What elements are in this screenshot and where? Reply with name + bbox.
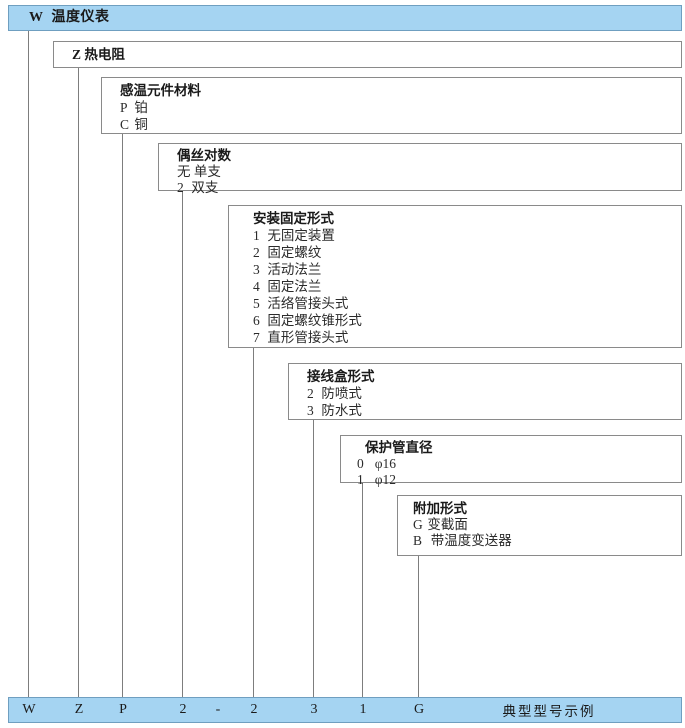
connector-line-8 <box>418 556 419 697</box>
option-text: 铂 <box>134 100 148 115</box>
box-mounting-fixing-type: 安装固定形式 1 无固定装置 2 固定螺纹 3 活动法兰 4 固定法兰 5 活络… <box>228 205 682 348</box>
option-code: P <box>120 100 128 115</box>
option-row: C 铜 <box>120 116 681 133</box>
option-text: 单支 <box>193 164 221 179</box>
box-mounting-fixing-type-title: 安装固定形式 <box>253 211 334 226</box>
box-junction-box-type: 接线盒形式 2 防喷式 3 防水式 <box>288 363 682 420</box>
option-code: 4 <box>253 279 260 294</box>
option-row: 2 双支 <box>177 180 681 196</box>
option-text: 直形管接头式 <box>267 330 349 345</box>
header-title: W 温度仪表 <box>29 10 110 25</box>
option-row: 3 防水式 <box>307 402 681 419</box>
box-sensing-element-material: 感温元件材料 P 铂 C 铜 <box>101 77 682 134</box>
connector-line-4 <box>182 190 183 697</box>
option-row: G 变截面 <box>413 517 681 533</box>
option-code: 2 <box>177 179 184 195</box>
option-code: 6 <box>253 313 260 328</box>
option-code: 7 <box>253 330 260 345</box>
option-text: 双支 <box>191 179 219 195</box>
option-row: 7 直形管接头式 <box>253 329 681 346</box>
connector-line-2 <box>78 67 79 697</box>
option-row: 1 无固定装置 <box>253 227 681 244</box>
legend-code-z: Z <box>74 702 84 717</box>
option-text: φ12 <box>374 471 397 487</box>
box-sensing-element-material-title: 感温元件材料 <box>120 83 201 98</box>
option-code: 无 <box>177 164 191 179</box>
option-code: C <box>120 117 130 132</box>
box-instrument-type: Z 热电阻 <box>53 41 682 68</box>
option-row: 3 活动法兰 <box>253 261 681 278</box>
option-row: 6 固定螺纹锥形式 <box>253 312 681 329</box>
legend-bar-example-model: W Z P 2 - 2 3 1 G 典型型号示例 <box>8 697 682 723</box>
connector-line-7 <box>362 483 363 697</box>
legend-code-tube: 1 <box>359 702 367 717</box>
box-additional-form: 附加形式 G 变截面 B 带温度变送器 <box>397 495 682 556</box>
legend-separator-dash: - <box>215 702 221 717</box>
option-code: 3 <box>253 262 260 277</box>
option-text: 铜 <box>134 117 148 132</box>
option-text: 无固定装置 <box>267 228 335 243</box>
option-text: 活络管接头式 <box>267 296 349 311</box>
connector-line-5 <box>253 348 254 697</box>
box-protection-tube-diameter-title: 保护管直径 <box>365 440 433 455</box>
option-row: 2 防喷式 <box>307 385 681 402</box>
box-wire-pair-count: 偶丝对数 无 单支 2 双支 <box>158 143 682 195</box>
option-row: 4 固定法兰 <box>253 278 681 295</box>
box-protection-tube-diameter: 保护管直径 0 φ16 1 φ12 <box>340 435 682 487</box>
option-row: 1 φ12 <box>357 472 681 488</box>
option-row: 0 φ16 <box>357 456 681 472</box>
box-additional-form-title: 附加形式 <box>413 501 467 516</box>
option-code: 2 <box>253 245 260 260</box>
option-text: 带温度变送器 <box>430 532 512 548</box>
legend-code-diameter: 3 <box>310 702 318 717</box>
legend-code-mounting: 2 <box>179 702 187 717</box>
option-text: 活动法兰 <box>267 262 322 277</box>
header-box-temperature-instrument: W 温度仪表 <box>8 5 682 31</box>
box-junction-box-type-title: 接线盒形式 <box>307 369 375 384</box>
option-code: 0 <box>357 456 364 471</box>
option-text: 防水式 <box>321 403 362 418</box>
option-code: 1 <box>253 228 260 243</box>
option-text: 固定螺纹 <box>267 245 322 260</box>
option-text: 变截面 <box>427 517 468 532</box>
option-row: P 铂 <box>120 99 681 116</box>
option-code: G <box>413 517 423 532</box>
legend-code-w: W <box>22 702 36 717</box>
option-row: 2 固定螺纹 <box>253 244 681 261</box>
option-row: 无 单支 <box>177 164 681 180</box>
option-code: 3 <box>307 403 314 418</box>
legend-note: 典型型号示例 <box>502 704 596 719</box>
option-text: 防喷式 <box>321 386 362 401</box>
legend-code-p: P <box>119 702 127 717</box>
option-code: B <box>413 532 423 548</box>
option-row: B 带温度变送器 <box>413 533 681 549</box>
option-code: 2 <box>307 386 314 401</box>
box-wire-pair-count-title: 偶丝对数 <box>177 148 231 163</box>
option-row: 5 活络管接头式 <box>253 295 681 312</box>
option-code: 1 <box>357 471 364 487</box>
option-text: 固定螺纹锥形式 <box>267 313 362 328</box>
option-code: 5 <box>253 296 260 311</box>
legend-code-additional: G <box>413 702 425 717</box>
option-text: φ16 <box>374 456 397 471</box>
connector-line-3 <box>122 133 123 697</box>
option-text: 固定法兰 <box>267 279 322 294</box>
connector-line-6 <box>313 420 314 697</box>
box-instrument-type-title: Z 热电阻 <box>72 47 125 62</box>
connector-line-1 <box>28 30 29 697</box>
legend-code-junction: 2 <box>250 702 258 717</box>
